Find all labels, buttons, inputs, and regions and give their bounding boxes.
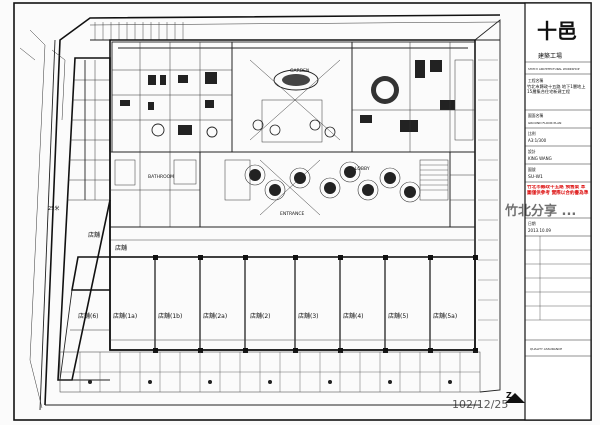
- shop-label-left-a: 店舖: [88, 231, 100, 239]
- designer-value: KING WANG: [528, 156, 552, 161]
- shop-label: 店舖(1b): [158, 312, 182, 320]
- shop-label: 店舖(3): [298, 312, 319, 320]
- lobby-label: LOBBY: [355, 166, 370, 172]
- drawing-label: 圖面名稱: [528, 113, 543, 118]
- upper-right-rooms: [351, 41, 476, 153]
- garden-label: GARDEN: [290, 68, 309, 74]
- red-notes: 竹北市縣政十五路 預售案 本圖僅供參考 實際以合約書為準: [527, 185, 589, 196]
- shop-label: 店舖(5): [388, 312, 409, 320]
- revision-table: [525, 236, 591, 321]
- upper-rooms: [111, 41, 233, 153]
- room-label: BATHROOM: [148, 174, 174, 180]
- title-block: 十邑 建築工場 SHIH-YI ARCHITECTURAL WORKSHOP 工…: [524, 2, 592, 421]
- shop-row: [109, 226, 478, 353]
- date-value: 2013.10.09: [528, 228, 551, 233]
- shop-label: 店舖(2a): [203, 312, 227, 320]
- watermark-text: 竹北分享 ...: [504, 203, 576, 219]
- shop-label: 店舖(4): [343, 312, 364, 320]
- room-labels: ENTRANCE LOBBY GARDEN: [280, 68, 370, 217]
- project-name: 竹北市縣政十五路 地下1層地上15層集合住宅新建工程: [527, 84, 586, 94]
- right-garden: [474, 19, 501, 393]
- scale-label: 比例: [528, 131, 536, 136]
- left-middle-rooms: BATHROOM: [109, 151, 201, 228]
- shop-label: 店舖(6): [78, 312, 99, 320]
- center-lobby: [231, 41, 353, 153]
- entrance-label: ENTRANCE: [280, 211, 304, 217]
- dimension-label: 25米: [48, 205, 59, 212]
- date-label: 日期: [528, 221, 536, 226]
- firm-name: 建築工場: [538, 52, 562, 60]
- watermark-date: 102/12/25: [452, 398, 508, 411]
- shop-label-left-b: 店舖: [115, 244, 127, 252]
- drawing-no: SU-W1: [528, 174, 543, 180]
- drawing-no-label: 圖號: [528, 167, 536, 172]
- firm-subtitle: SHIH-YI ARCHITECTURAL WORKSHOP: [528, 67, 580, 71]
- shop-label: 店舖(2): [250, 312, 271, 320]
- drawing-title: GROUND FLOOR PLAN: [528, 121, 561, 125]
- right-middle-rooms: [449, 151, 476, 228]
- left-shops: [59, 200, 111, 381]
- shop-label: 店舖(1a): [113, 312, 137, 320]
- project-label: 工程名稱: [528, 78, 543, 83]
- site-boundary: [19, 14, 501, 411]
- middle-band: [199, 151, 451, 228]
- shop-labels: 店舖(1a) 店舖(1b) 店舖(2a) 店舖(2) 店舖(3) 店舖(4) 店…: [48, 205, 457, 320]
- logo: 十邑: [537, 19, 577, 43]
- scale-value: A3:1/300: [528, 138, 547, 143]
- bottom-sidewalk: [45, 351, 481, 406]
- shop-label: 店舖(5a): [433, 312, 457, 320]
- north-markers: Z: [505, 391, 525, 403]
- designer-label: 設計: [528, 149, 536, 154]
- watermark: 竹北分享 ... 102/12/25: [452, 203, 576, 411]
- svg-text:Z: Z: [506, 391, 512, 400]
- left-wing: [57, 57, 111, 381]
- stamp-text: QUALITY ASSURANCE: [530, 347, 562, 351]
